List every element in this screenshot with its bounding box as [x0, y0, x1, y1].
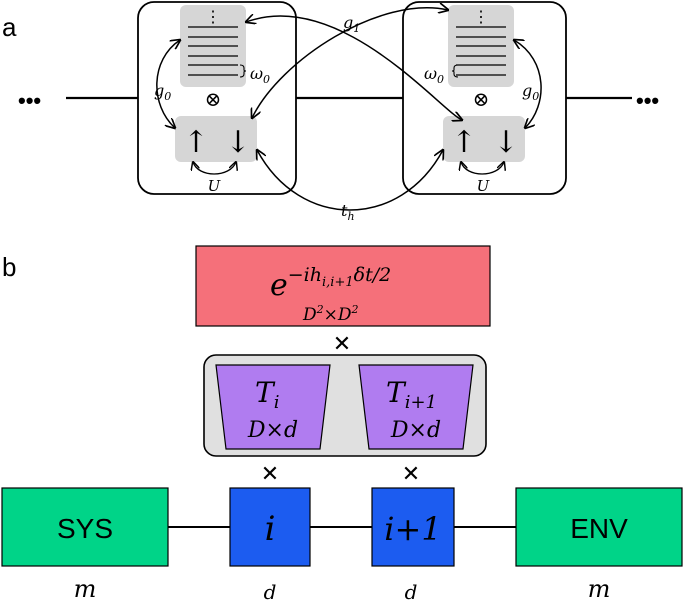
tensor-ti — [215, 364, 331, 450]
g0-arrow-left — [156, 40, 180, 128]
spin-box-left — [175, 116, 257, 162]
site-ip1-block — [371, 487, 455, 567]
times-tensor-site-ip1: ✕ — [402, 461, 420, 486]
left-ellipsis: ••• — [18, 88, 41, 113]
site-i-dim: d — [264, 580, 277, 604]
right-ellipsis: ••• — [636, 88, 659, 113]
env-dim: m — [588, 575, 611, 603]
g1-label: g1 — [343, 13, 360, 35]
sys-label: SYS — [57, 513, 113, 544]
gate-block — [195, 245, 491, 327]
sys-block — [1, 487, 169, 567]
th-arrow — [257, 150, 443, 211]
spin-down-left: ↓ — [225, 125, 250, 160]
env-block — [515, 487, 683, 567]
u-label-right: U — [477, 177, 491, 195]
panel-b-label: b — [2, 252, 16, 282]
th-label: th — [341, 201, 355, 223]
spin-up-left: ↑ — [183, 125, 208, 160]
gate-exponential: e−ihi,i+1δt/2 — [270, 264, 391, 303]
times-gate-tensors: ✕ — [333, 331, 351, 356]
panel-a-label: a — [2, 12, 17, 42]
g0-label-left: g0 — [154, 81, 171, 103]
u-arrow-right — [461, 162, 504, 175]
sys-dim: m — [74, 575, 97, 603]
vdots-left: ⋮ — [205, 7, 221, 26]
site-ip1-dim: d — [405, 580, 418, 604]
tensor-tip1 — [358, 364, 474, 450]
site-i-block — [229, 487, 311, 567]
times-tensor-site-i: ✕ — [261, 461, 279, 486]
tensor-tip1-dims: D×d — [390, 418, 441, 443]
u-arrow-left — [193, 162, 236, 175]
g0-arrow-right — [514, 40, 542, 128]
tensor-tip1-label: Ti+1 — [386, 376, 437, 413]
vdots-right: ⋮ — [473, 7, 489, 26]
g0-label-right: g0 — [522, 81, 539, 103]
tensor-product-left: ⊗ — [205, 87, 222, 111]
tensor-product-right: ⊗ — [473, 87, 490, 111]
phonon-ladder-left — [180, 5, 246, 87]
site-i-label: i — [265, 509, 276, 549]
u-label-left: U — [208, 177, 222, 195]
spin-up-right: ↑ — [451, 125, 476, 160]
gate-dims: D2×D2 — [302, 303, 359, 325]
g1-arrow-b — [252, 8, 448, 118]
tensor-ti-dims: D×d — [247, 418, 298, 443]
tensor-ti-label: Ti — [255, 376, 279, 413]
env-label: ENV — [570, 513, 628, 544]
spin-down-right: ↓ — [493, 125, 518, 160]
spin-box-right — [443, 116, 525, 162]
site-ip1-label: i+1 — [384, 510, 441, 548]
